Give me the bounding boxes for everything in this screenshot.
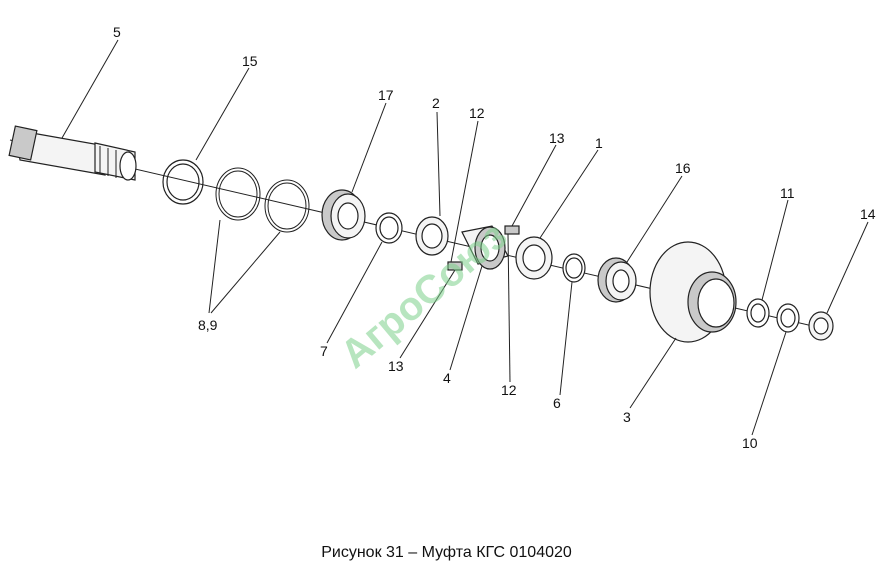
callout-8-9: 8,9	[198, 317, 218, 333]
callout-14: 14	[860, 206, 876, 222]
callout-15: 15	[242, 53, 258, 69]
part-1-washer	[515, 236, 553, 280]
part-6-ring	[562, 253, 586, 283]
callout-12-top: 12	[469, 105, 485, 121]
callout-7: 7	[320, 343, 328, 359]
callout-12-bottom: 12	[501, 382, 517, 398]
callout-5: 5	[113, 24, 121, 40]
callout-3: 3	[623, 409, 631, 425]
callout-16: 16	[675, 160, 691, 176]
part-16-bearing	[597, 257, 637, 303]
callout-17: 17	[378, 87, 394, 103]
callout-2: 2	[432, 95, 440, 111]
part-10-tab-washer	[776, 303, 800, 333]
callout-10: 10	[742, 435, 758, 451]
part-11-ring	[746, 298, 770, 328]
part-8-9-rings	[215, 167, 310, 233]
callout-4: 4	[443, 370, 451, 386]
part-7-ring	[375, 212, 403, 244]
part-3-hub	[649, 241, 737, 343]
figure-caption: Рисунок 31 – Муфта КГС 0104020	[321, 544, 572, 561]
callout-6: 6	[553, 395, 561, 411]
callout-13-top: 13	[549, 130, 565, 146]
part-15-snap-ring	[162, 159, 204, 205]
part-5-shaft	[8, 125, 137, 181]
callout-11: 11	[780, 185, 795, 201]
leader-lines	[61, 39, 869, 436]
part-2-washer	[415, 216, 449, 256]
part-14-nut	[808, 311, 834, 341]
part-17-bearing	[321, 189, 366, 241]
callout-1: 1	[595, 135, 603, 151]
callout-13-bottom: 13	[388, 358, 404, 374]
